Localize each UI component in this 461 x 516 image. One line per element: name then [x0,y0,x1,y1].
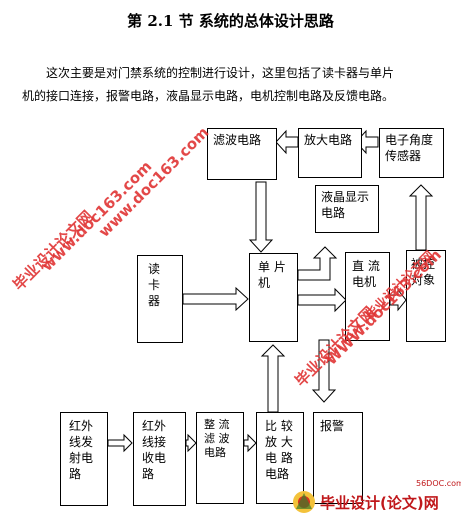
footer-brand-logo: 毕业设计(论文)网 56DOC.com [290,479,461,516]
block-dc-motor: 直 流 电机 [345,252,390,341]
section-heading: 第 2.1 节 系统的总体设计思路 [127,12,334,30]
intro-paragraph: 这次主要是对门禁系统的控制进行设计，这里包括了读卡器与单片 机的接口连接，报警电… [22,62,442,108]
block-ir-transmitter: 红外线发射电路 [60,412,108,506]
paragraph-line-1: 这次主要是对门禁系统的控制进行设计，这里包括了读卡器与单片 [46,66,395,80]
block-alarm: 报警 [313,412,363,504]
block-card-reader: 读 卡 器 [137,255,183,343]
footer-brand-text: 毕业设计(论文)网 [320,494,439,512]
block-rectifier-filter: 整 流 滤 波 电路 [196,412,244,504]
block-angle-sensor: 电子角度传感器 [379,128,444,178]
block-filter-circuit: 滤波电路 [207,128,277,180]
brand-logo-icon [293,491,315,513]
paragraph-line-2: 机的接口连接，报警电路，液晶显示电路，电机控制电路及反馈电路。 [22,89,395,103]
footer-brand-url: 56DOC.com [416,479,461,488]
block-amplifier-circuit: 放大电路 [298,128,362,178]
block-mcu: 单 片 机 [249,253,298,342]
block-comparator-amplifier: 比 较 放 大 电 路 电路 [256,412,304,504]
block-lcd-circuit: 液晶显示电路 [315,185,379,233]
block-ir-receiver: 红外线接收电路 [133,412,186,506]
block-controlled-object: 被控对象 [406,250,446,342]
